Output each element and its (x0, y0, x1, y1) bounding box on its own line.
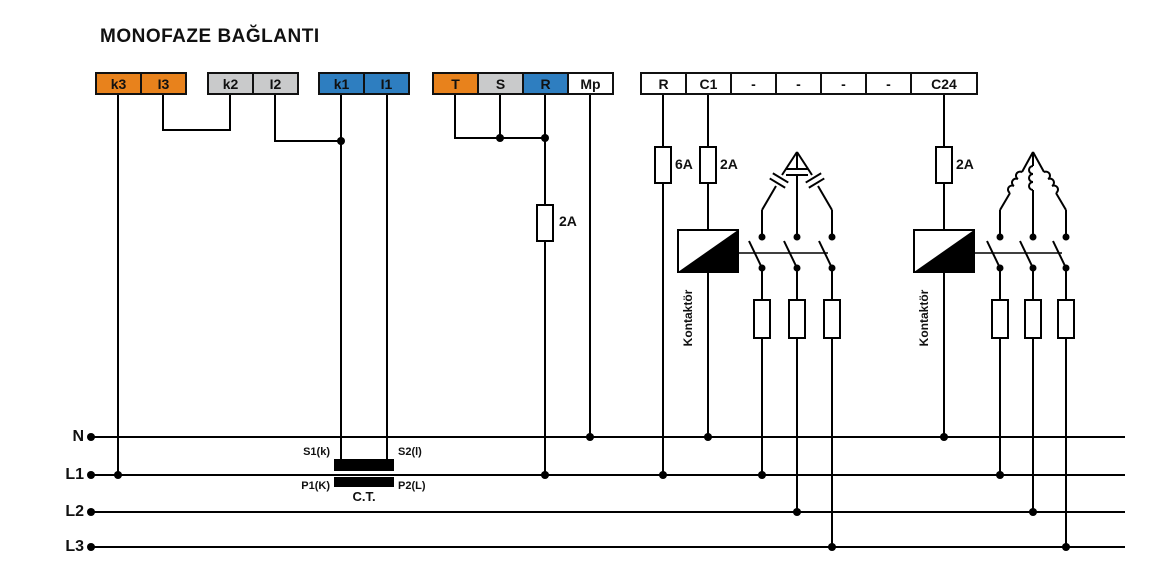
ct-name-label: C.T. (352, 489, 376, 504)
contactor-1-symbol (677, 229, 739, 273)
line-label-l3: L3 (65, 538, 84, 555)
contactor-1-label: Kontaktör (681, 289, 695, 347)
terminal-s: S (477, 72, 524, 95)
line-label-l1: L1 (65, 466, 84, 483)
terminal-nc-1: - (730, 72, 777, 95)
fuse-label-voltage-2a: 2A (559, 213, 577, 229)
terminal-pair-k3-i3: k3 I3 (95, 72, 187, 95)
terminal-i1: I1 (363, 72, 410, 95)
power-lines (88, 436, 1125, 548)
terminal-i3: I3 (140, 72, 187, 95)
ct-p2-label: P2(L) (398, 480, 426, 492)
fuse-label-common-6a: 6A (675, 156, 693, 172)
fuse-symbols (536, 146, 1075, 339)
fuse-label-c1-2a: 2A (720, 156, 738, 172)
contactor-contacts (748, 240, 1067, 546)
line-label-n: N (72, 428, 84, 445)
contactor-2-symbol (913, 229, 975, 273)
fuse-voltage-2a (536, 204, 554, 242)
terminal-block-voltage: T S R Mp (432, 72, 614, 95)
fuse-c1-2a (699, 146, 717, 184)
contactor-2-label: Kontaktör (917, 289, 931, 347)
terminal-c24: C24 (910, 72, 978, 95)
line-label-l2: L2 (65, 503, 84, 520)
ct-s1-label: S1(k) (303, 446, 330, 458)
terminal-pair-k1-i1: k1 I1 (318, 72, 410, 95)
terminal-k3: k3 (95, 72, 142, 95)
contact-terminal-dots (758, 233, 1070, 272)
current-transformer-symbol (334, 459, 394, 487)
terminal-r: R (522, 72, 569, 95)
fuse-label-c24-2a: 2A (956, 156, 974, 172)
terminal-nc-4: - (865, 72, 912, 95)
terminal-i2: I2 (252, 72, 299, 95)
terminal-nc-3: - (820, 72, 867, 95)
terminal-pair-k2-i2: k2 I2 (207, 72, 299, 95)
terminal-k2: k2 (207, 72, 254, 95)
junction-dots (87, 134, 1070, 551)
fuse-c24-2a (935, 146, 953, 184)
terminal-t: T (432, 72, 479, 95)
terminal-mp: Mp (567, 72, 614, 95)
fuse-common-6a (654, 146, 672, 184)
terminal-nc-2: - (775, 72, 822, 95)
capacitor-bank-symbol (761, 151, 833, 234)
terminal-block-relay-outputs: R C1 - - - - C24 (640, 72, 978, 95)
connection-wires (117, 95, 945, 474)
reactor-bank-symbol (999, 151, 1067, 234)
ct-s2-label: S2(l) (398, 446, 422, 458)
ct-p1-label: P1(K) (301, 480, 330, 492)
diagram-title: MONOFAZE BAĞLANTI (100, 26, 320, 47)
terminal-relay-r: R (640, 72, 687, 95)
terminal-c1: C1 (685, 72, 732, 95)
terminal-k1: k1 (318, 72, 365, 95)
